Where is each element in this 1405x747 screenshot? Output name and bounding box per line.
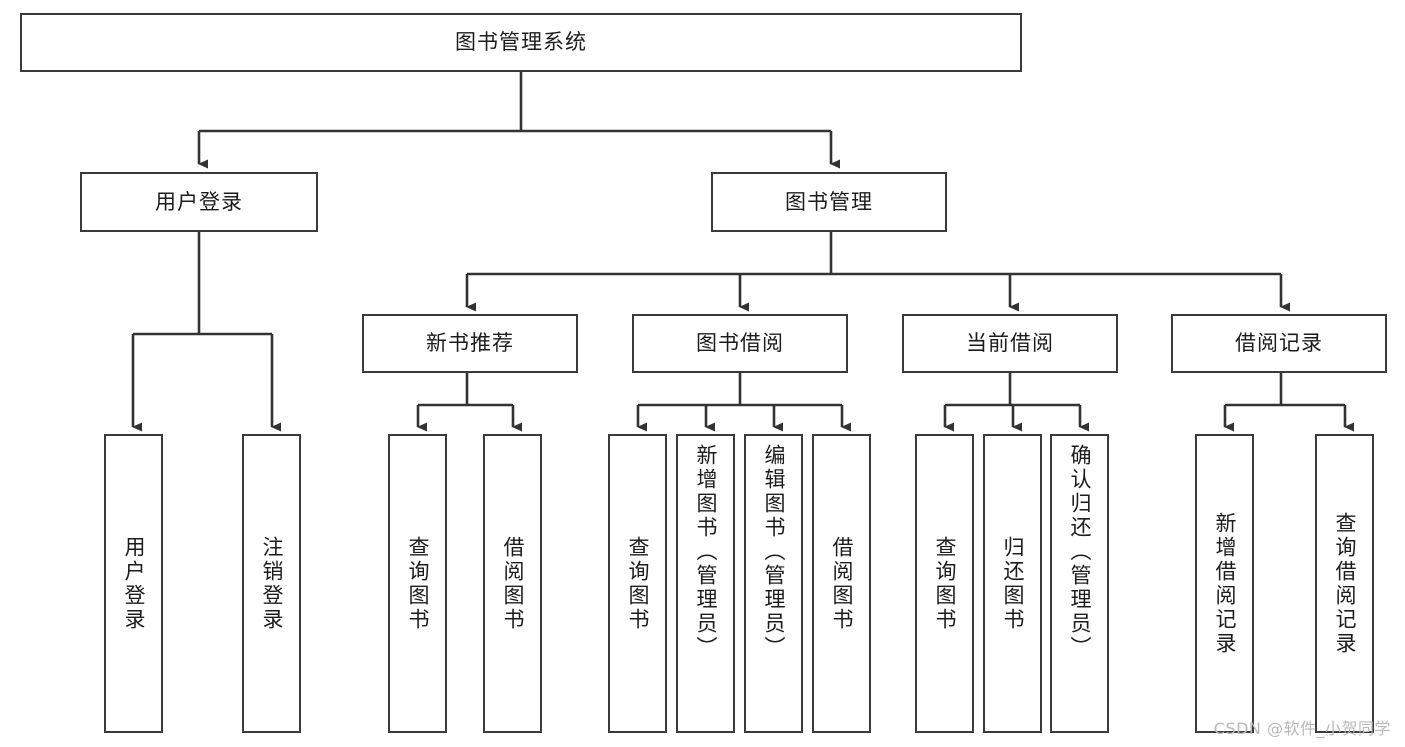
node-leaf-user-login-label: 用户登录 — [122, 535, 146, 632]
node-root-label: 图书管理系统 — [455, 30, 587, 55]
node-leaf-add-book[interactable]: 新增图书（管理员） — [676, 434, 735, 733]
node-leaf-query-record-label: 查询借阅记录 — [1333, 511, 1357, 656]
node-leaf-query-book-2[interactable]: 查询图书 — [608, 434, 667, 733]
node-borrow-record[interactable]: 借阅记录 — [1171, 314, 1387, 373]
node-leaf-confirm-return-label: 确认归还（管理员） — [1068, 444, 1092, 660]
node-leaf-borrow-book-1-label: 借阅图书 — [501, 535, 525, 632]
node-leaf-return-book-label: 归还图书 — [1001, 535, 1025, 632]
node-leaf-confirm-return[interactable]: 确认归还（管理员） — [1050, 434, 1109, 733]
node-leaf-query-book-3-label: 查询图书 — [933, 535, 957, 632]
node-leaf-query-book-2-label: 查询图书 — [626, 535, 650, 632]
node-root[interactable]: 图书管理系统 — [20, 13, 1022, 72]
node-borrow-record-label: 借阅记录 — [1235, 331, 1323, 356]
node-leaf-add-book-label: 新增图书（管理员） — [694, 444, 718, 660]
node-book-manage-label: 图书管理 — [785, 189, 873, 214]
node-new-book-recommend-label: 新书推荐 — [426, 331, 514, 356]
node-leaf-user-login[interactable]: 用户登录 — [104, 434, 163, 733]
node-leaf-user-logout[interactable]: 注销登录 — [242, 434, 301, 733]
node-leaf-borrow-book-2-label: 借阅图书 — [830, 535, 854, 632]
node-leaf-add-record[interactable]: 新增借阅记录 — [1195, 434, 1254, 733]
node-leaf-borrow-book-1[interactable]: 借阅图书 — [483, 434, 542, 733]
node-book-borrow-label: 图书借阅 — [696, 331, 784, 356]
node-leaf-query-book-3[interactable]: 查询图书 — [915, 434, 974, 733]
node-new-book-recommend[interactable]: 新书推荐 — [362, 314, 578, 373]
node-current-borrow[interactable]: 当前借阅 — [902, 314, 1118, 373]
node-leaf-borrow-book-2[interactable]: 借阅图书 — [812, 434, 871, 733]
node-user-login[interactable]: 用户登录 — [80, 172, 318, 232]
node-book-manage[interactable]: 图书管理 — [711, 172, 947, 232]
node-leaf-edit-book-label: 编辑图书（管理员） — [762, 444, 786, 660]
node-leaf-return-book[interactable]: 归还图书 — [983, 434, 1042, 733]
node-leaf-query-book-1[interactable]: 查询图书 — [388, 434, 447, 733]
node-book-borrow[interactable]: 图书借阅 — [632, 314, 848, 373]
node-leaf-add-record-label: 新增借阅记录 — [1213, 511, 1237, 656]
node-current-borrow-label: 当前借阅 — [966, 331, 1054, 356]
node-leaf-query-book-1-label: 查询图书 — [406, 535, 430, 632]
node-leaf-query-record[interactable]: 查询借阅记录 — [1315, 434, 1374, 733]
node-leaf-edit-book[interactable]: 编辑图书（管理员） — [744, 434, 803, 733]
node-user-login-label: 用户登录 — [155, 189, 243, 214]
node-leaf-user-logout-label: 注销登录 — [260, 535, 284, 632]
csdn-watermark: CSDN @软件_小贺同学 — [1213, 719, 1391, 738]
